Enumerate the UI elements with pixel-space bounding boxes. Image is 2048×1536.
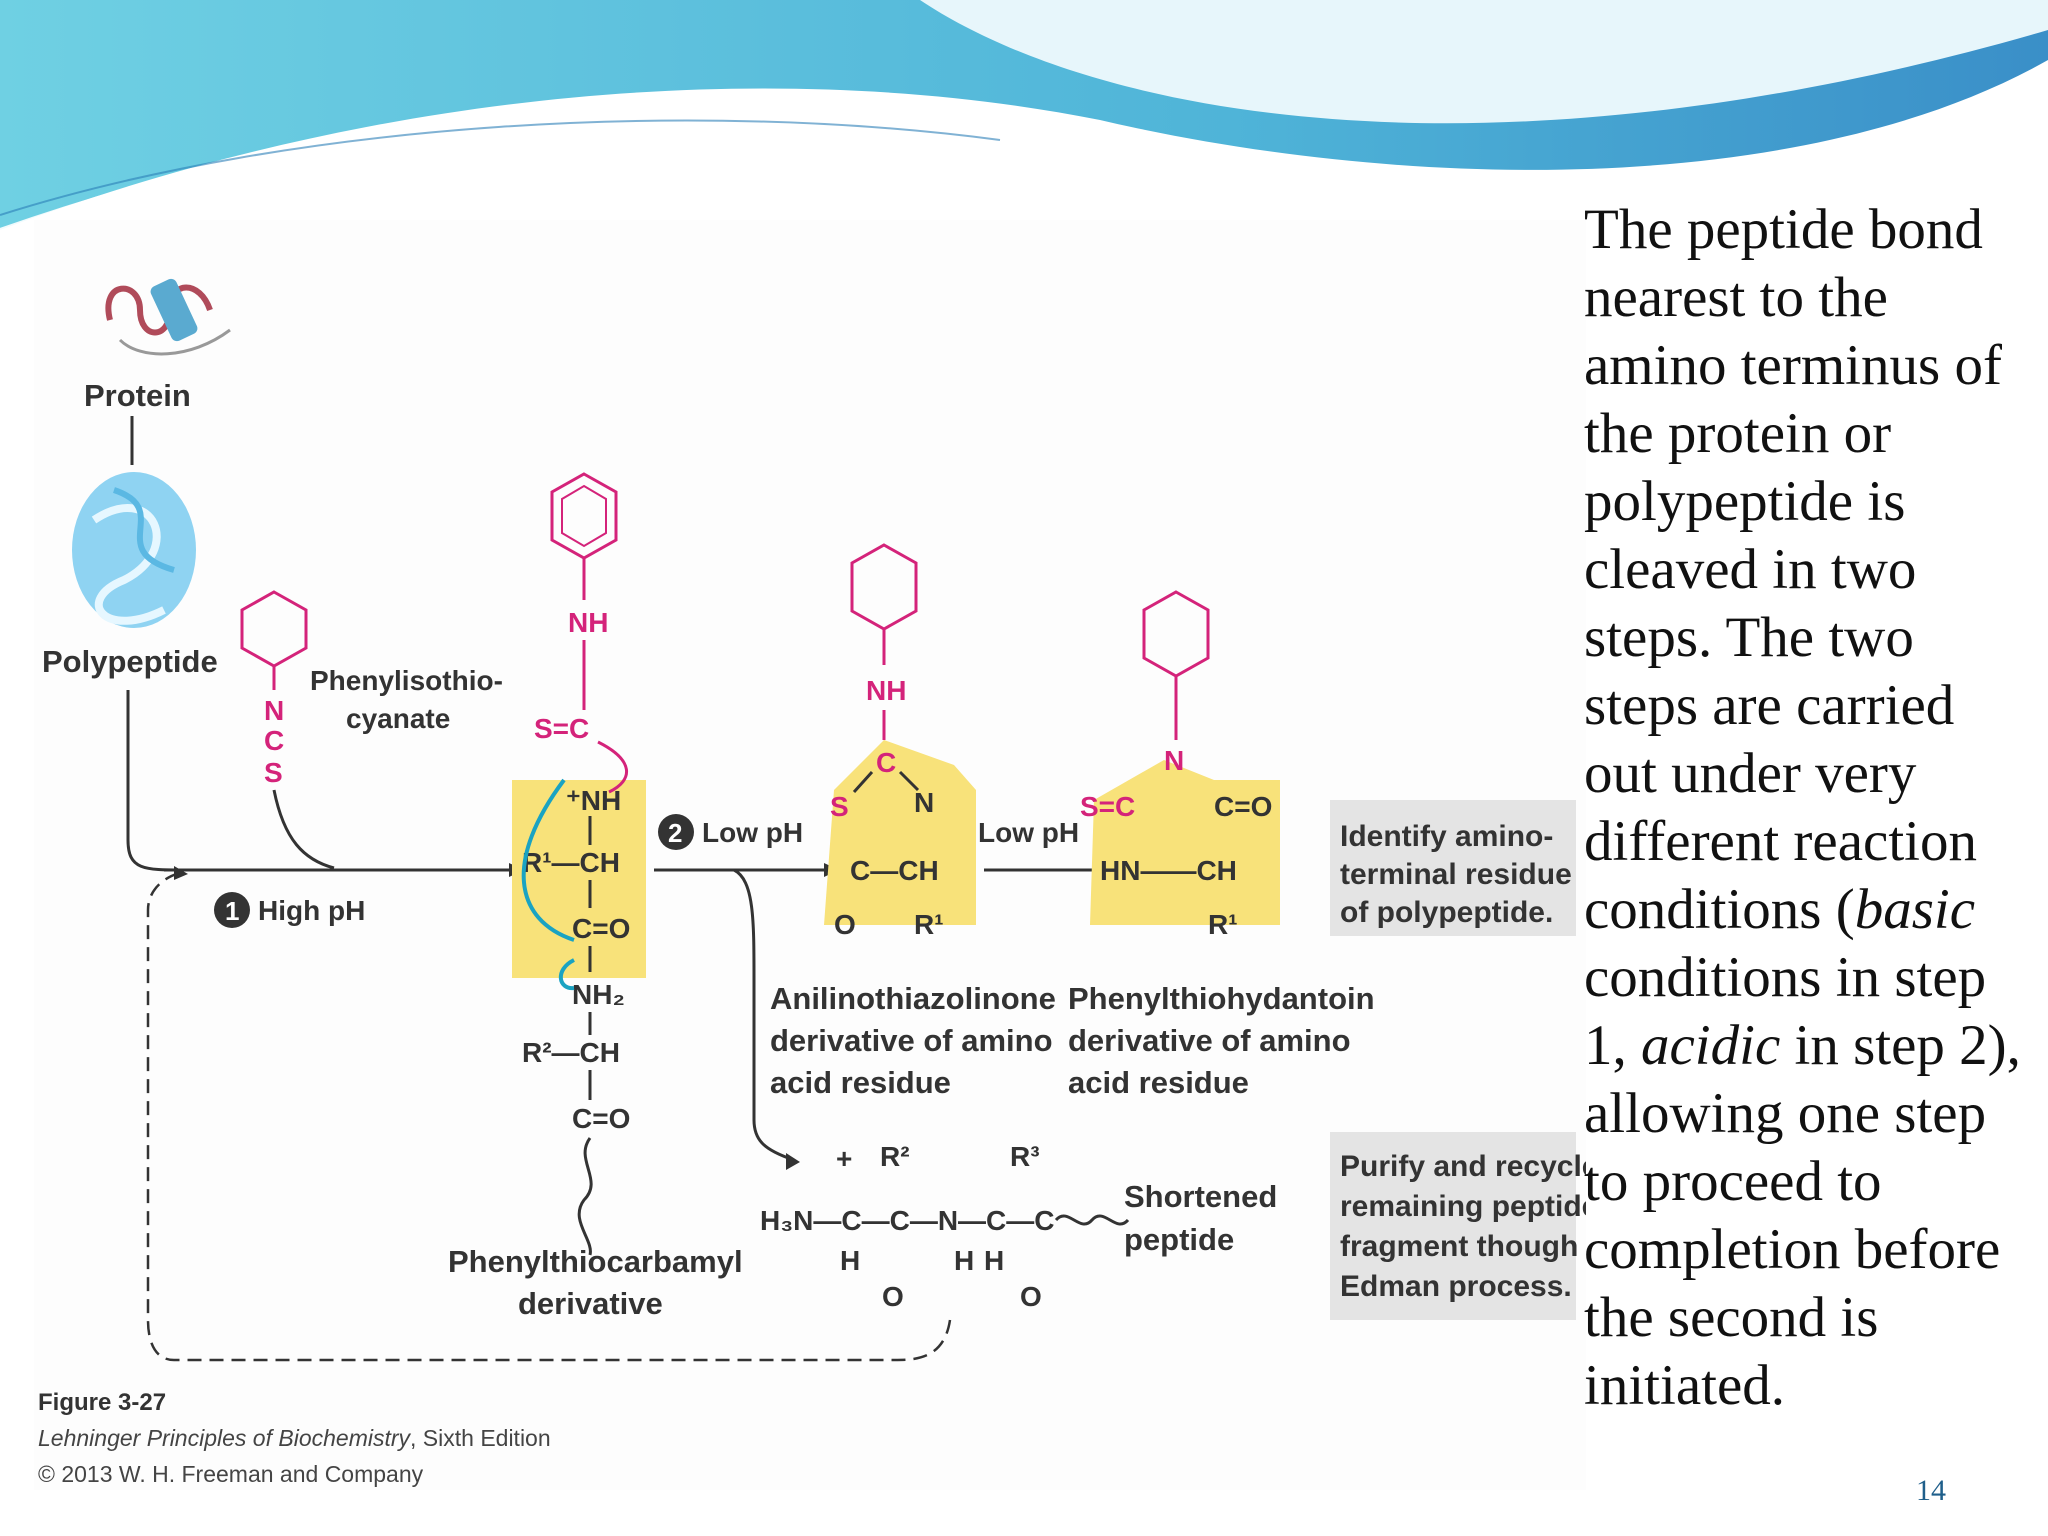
svg-text:C=O: C=O	[1214, 791, 1272, 822]
svg-text:R¹: R¹	[914, 909, 944, 940]
svg-text:S=C: S=C	[534, 713, 589, 744]
polypeptide-label: Polypeptide	[42, 644, 218, 679]
pth-label-line1: Phenylthiohydantoin	[1068, 981, 1375, 1016]
atz-label-line1: Anilinothiazolinone	[770, 981, 1056, 1016]
svg-text:H₃N—C—C—N—C—C: H₃N—C—C—N—C—C	[760, 1205, 1055, 1236]
protein-label: Protein	[84, 378, 191, 413]
ptc-label-line1: Phenylthiocarbamyl	[448, 1244, 743, 1279]
caption-figure-number: Figure 3-27	[38, 1389, 166, 1416]
svg-text:N: N	[264, 695, 284, 726]
ptc-label-line2: derivative	[518, 1286, 663, 1321]
svg-text:O: O	[882, 1281, 904, 1312]
svg-text:HN——CH: HN——CH	[1100, 855, 1237, 886]
body-text-part: conditions in step 1,	[1584, 946, 1987, 1077]
recycle-loop-arrow	[146, 870, 952, 1362]
caption-source: Lehninger Principles of Biochemistry, Si…	[38, 1425, 551, 1451]
body-text-part: in step 2), allowing one step to proceed…	[1584, 1014, 2021, 1417]
step-1-badge	[214, 892, 250, 928]
step-1-condition: High pH	[258, 895, 365, 926]
svg-text:O: O	[1020, 1281, 1042, 1312]
svg-text:R¹: R¹	[1208, 909, 1238, 940]
phenylthiohydantoin-structure: N S=C C=O HN——CH R¹	[1080, 590, 1280, 940]
svg-text:H: H	[954, 1245, 974, 1276]
body-text-acidic: acidic	[1641, 1014, 1781, 1077]
purify-line4: Edman process.	[1340, 1270, 1572, 1303]
pth-label-line3: acid residue	[1068, 1065, 1249, 1100]
identify-line2: terminal residue	[1340, 858, 1572, 891]
page-number: 14	[1916, 1474, 1946, 1507]
reaction-scheme: Protein Polypeptide N C S Phenylisothio-…	[38, 278, 1598, 1487]
step-1-number: 1	[225, 896, 239, 926]
svg-text:C—CH: C—CH	[850, 855, 939, 886]
pth-label-line2: derivative of amino	[1068, 1023, 1351, 1058]
svg-text:+: +	[836, 1143, 852, 1174]
svg-text:S: S	[264, 757, 283, 788]
slide-body-text: The peptide bond nearest to the amino te…	[1584, 196, 2034, 1420]
purify-line3: fragment though	[1340, 1230, 1578, 1263]
identify-line3: of polypeptide.	[1340, 896, 1553, 929]
purify-line1: Purify and recycle	[1340, 1150, 1586, 1183]
header-wave-decoration	[0, 0, 2048, 232]
purify-line2: remaining peptide	[1340, 1190, 1586, 1223]
reagent-label-line2: cyanate	[346, 703, 450, 734]
step-3-condition: Low pH	[978, 817, 1079, 848]
identify-note-box	[1330, 800, 1576, 936]
svg-text:R²—CH: R²—CH	[522, 1037, 620, 1068]
atz-label-line2: derivative of amino	[770, 1023, 1053, 1058]
svg-text:C: C	[876, 747, 896, 778]
phenylthiocarbamyl-structure: NH S=C ⁺NH R¹—CH C=O NH₂ R²—CH C=O	[512, 472, 646, 1256]
identify-line1: Identify amino-	[1340, 820, 1553, 853]
svg-text:H: H	[840, 1245, 860, 1276]
purify-note-box	[1330, 1132, 1576, 1320]
svg-text:C=O: C=O	[572, 913, 630, 944]
svg-text:R³: R³	[1010, 1141, 1040, 1172]
body-text-part: The peptide bond nearest to the amino te…	[1584, 198, 2002, 941]
svg-text:S: S	[830, 791, 849, 822]
step-2-number: 2	[668, 818, 682, 848]
reagent-label-line1: Phenylisothio-	[310, 665, 503, 696]
svg-text:S=C: S=C	[1080, 791, 1135, 822]
svg-text:N: N	[914, 787, 934, 818]
svg-text:NH: NH	[866, 675, 906, 706]
svg-text:NH₂: NH₂	[572, 979, 625, 1010]
shortened-peptide-structure: + R² R³ H₃N—C—C—N—C—C H H H O O	[760, 1141, 1130, 1312]
svg-text:C=O: C=O	[572, 1103, 630, 1134]
caption-copyright: © 2013 W. H. Freeman and Company	[38, 1461, 424, 1487]
svg-text:H: H	[984, 1245, 1004, 1276]
svg-text:N: N	[1164, 745, 1184, 776]
svg-text:NH: NH	[568, 607, 608, 638]
svg-text:R¹—CH: R¹—CH	[522, 847, 620, 878]
svg-text:O: O	[834, 909, 856, 940]
body-text-basic: basic	[1854, 878, 1976, 941]
atz-label-line3: acid residue	[770, 1065, 951, 1100]
step-2-condition: Low pH	[702, 817, 803, 848]
phenylisothiocyanate-structure: N C S	[240, 590, 335, 870]
polypeptide-coil-icon	[72, 472, 196, 628]
svg-text:C: C	[264, 725, 284, 756]
svg-text:R²: R²	[880, 1141, 910, 1172]
step-2-badge	[658, 814, 694, 850]
shortened-label-line2: peptide	[1124, 1222, 1234, 1257]
shortened-label-line1: Shortened	[1124, 1179, 1277, 1214]
anilinothiazolinone-structure: NH C S N C—CH O R¹	[824, 543, 976, 940]
edman-degradation-figure: Protein Polypeptide N C S Phenylisothio-…	[34, 220, 1598, 1490]
protein-ribbon-icon	[105, 278, 231, 356]
